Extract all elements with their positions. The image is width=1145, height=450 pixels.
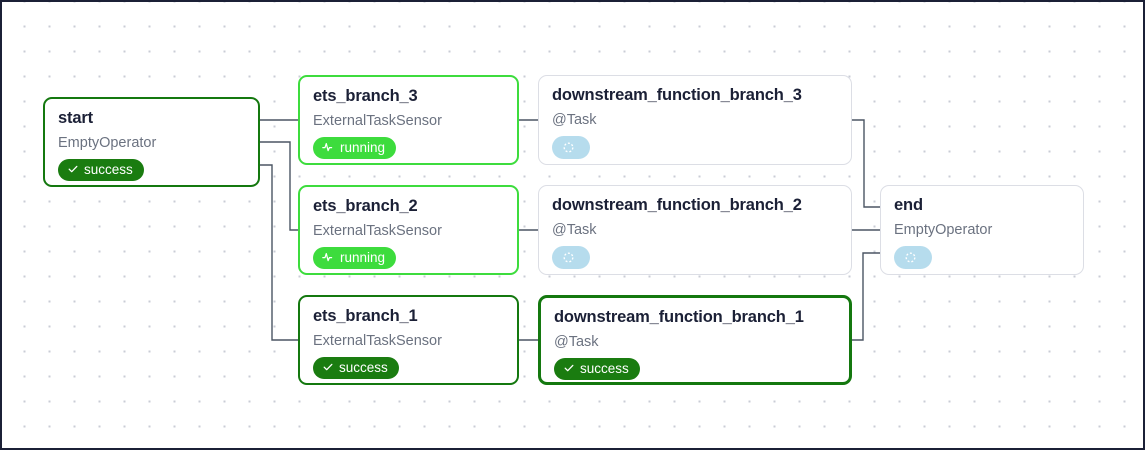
node-start[interactable]: start EmptyOperator success — [43, 97, 260, 187]
node-title: downstream_function_branch_2 — [552, 196, 802, 214]
status-badge-label: success — [339, 359, 388, 375]
status-badge-label: success — [84, 161, 133, 177]
edge-downstream_function_branch_1-to-end — [852, 252, 880, 341]
dashed-circle-icon — [904, 251, 917, 264]
node-operator-type: ExternalTaskSensor — [313, 112, 442, 129]
node-operator-type: ExternalTaskSensor — [313, 332, 442, 349]
status-badge-label: running — [340, 139, 386, 155]
node-title: ets_branch_3 — [313, 87, 418, 105]
node-downstream_function_branch_3[interactable]: downstream_function_branch_3 @Task — [538, 75, 852, 165]
node-title: downstream_function_branch_1 — [554, 308, 804, 326]
node-ets_branch_1[interactable]: ets_branch_1 ExternalTaskSensor success — [298, 295, 519, 385]
node-title: downstream_function_branch_3 — [552, 86, 802, 104]
node-ets_branch_2[interactable]: ets_branch_2 ExternalTaskSensor running — [298, 185, 519, 275]
status-badge-success[interactable]: success — [313, 356, 399, 379]
status-badge-running[interactable]: running — [313, 246, 397, 269]
node-end[interactable]: end EmptyOperator — [880, 185, 1084, 275]
node-operator-type: ExternalTaskSensor — [313, 222, 442, 239]
node-operator-type: @Task — [554, 333, 599, 350]
pulse-icon — [322, 141, 335, 153]
node-operator-type: @Task — [552, 111, 597, 128]
node-operator-type: EmptyOperator — [58, 134, 157, 151]
edge-downstream_function_branch_3-to-end — [852, 119, 880, 208]
node-title: end — [894, 196, 923, 214]
check-icon — [322, 361, 334, 373]
status-badge-success[interactable]: success — [554, 357, 640, 380]
status-badge-queued[interactable] — [552, 135, 590, 159]
pulse-icon — [322, 251, 335, 263]
check-icon — [563, 362, 575, 374]
status-badge-running[interactable]: running — [313, 136, 397, 159]
dashed-circle-icon — [562, 251, 575, 264]
edge-start-to-ets_branch_1 — [260, 164, 298, 341]
node-operator-type: @Task — [552, 221, 597, 238]
node-ets_branch_3[interactable]: ets_branch_3 ExternalTaskSensor running — [298, 75, 519, 165]
node-downstream_function_branch_1[interactable]: downstream_function_branch_1 @Task succe… — [538, 295, 852, 385]
node-operator-type: EmptyOperator — [894, 221, 993, 238]
dashed-circle-icon — [562, 141, 575, 154]
status-badge-label: success — [580, 360, 629, 376]
node-title: ets_branch_2 — [313, 197, 418, 215]
node-downstream_function_branch_2[interactable]: downstream_function_branch_2 @Task — [538, 185, 852, 275]
node-title: ets_branch_1 — [313, 307, 418, 325]
status-badge-queued[interactable] — [552, 245, 590, 269]
status-badge-success[interactable]: success — [58, 158, 144, 181]
edge-start-to-ets_branch_2 — [260, 141, 298, 231]
node-title: start — [58, 109, 94, 127]
status-badge-label: running — [340, 249, 386, 265]
status-badge-queued[interactable] — [894, 245, 932, 269]
check-icon — [67, 163, 79, 175]
